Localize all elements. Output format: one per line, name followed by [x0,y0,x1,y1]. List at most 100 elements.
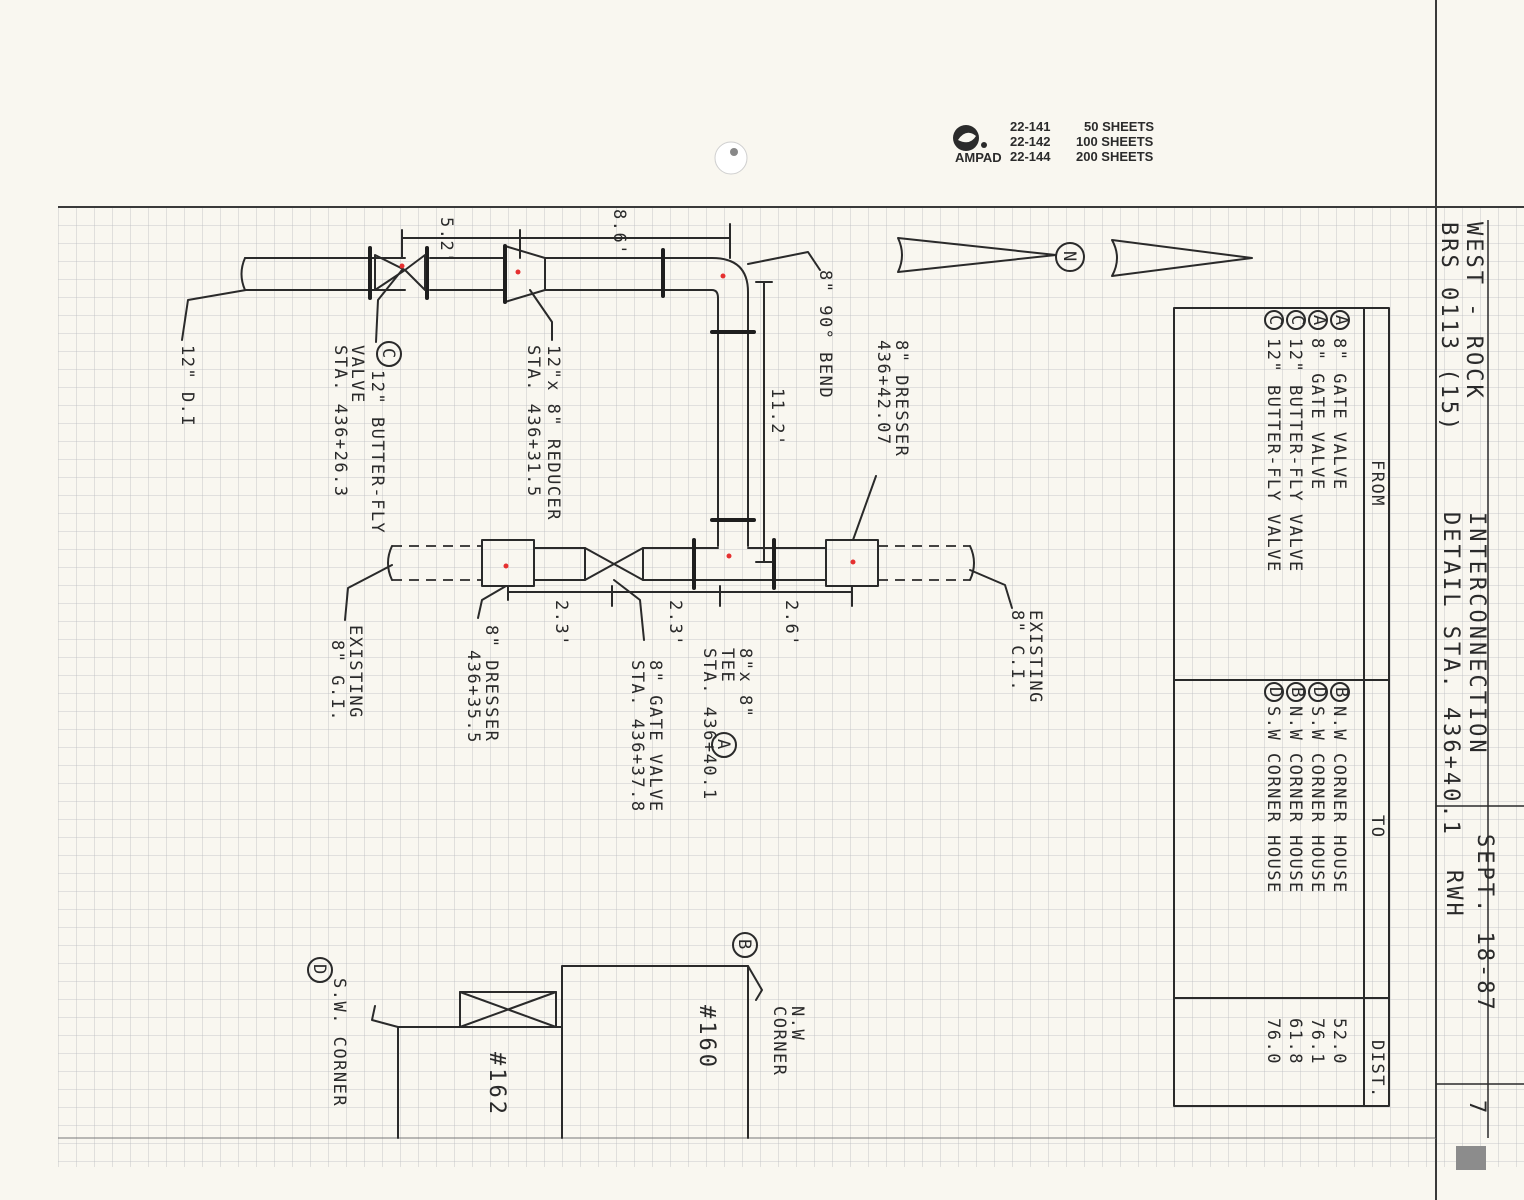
svg-text:11.2': 11.2' [767,388,787,447]
svg-text:VALVE: VALVE [347,345,367,404]
table-cell-from: 12" BUTTER-FLY VALVE [1285,338,1305,573]
svg-text:TEE: TEE [717,648,737,683]
table-cell-to: S.W CORNER HOUSE [1263,706,1283,894]
svg-text:12"x 8" REDUCER: 12"x 8" REDUCER [543,345,563,521]
butterfly-valve-center [399,263,405,269]
table-header-to: TO [1367,815,1387,838]
table-marker-a [1308,310,1328,330]
table-header-dist: DIST. [1367,1040,1387,1099]
table-cell-dist: 52.0 [1329,1018,1349,1065]
svg-text:STA. 436+40.1: STA. 436+40.1 [699,648,719,801]
houses: #160 #162 B N.W CORNER D S.W. CORNER [307,932,807,1139]
svg-text:100 SHEETS: 100 SHEETS [1076,134,1154,149]
svg-text:STA. 436+31.5: STA. 436+31.5 [523,345,543,498]
table-marker-a [1330,310,1350,330]
project-line1: WEST - ROCK [1461,222,1486,401]
table-marker-letter: B [1287,687,1307,699]
table-marker-letter: B [1331,687,1351,699]
table-cell-from: 8" GATE VALVE [1307,338,1327,491]
svg-text:22-142: 22-142 [1010,134,1050,149]
svg-text:8" GATE VALVE: 8" GATE VALVE [645,660,665,813]
table-cell-to: N.W CORNER HOUSE [1329,706,1349,894]
house-160: #160 [694,1005,719,1070]
svg-text:N.W: N.W [787,1006,807,1041]
title-line2: DETAIL STA. 436+40.1 [1438,512,1463,837]
table-marker-d [1264,682,1284,702]
table-marker-c [1286,310,1306,330]
svg-text:8" DRESSER: 8" DRESSER [891,340,911,457]
date: SEPT. 18-87 [1472,834,1497,1013]
table-marker-letter: C [1287,315,1307,327]
leader-lines [181,251,1013,641]
north-arrow: N [897,237,1253,277]
svg-text:22-144: 22-144 [1010,149,1051,164]
svg-text:22-141: 22-141 [1010,119,1050,134]
table-marker-c [1264,310,1284,330]
north-label: N [1059,251,1079,263]
svg-text:2.3': 2.3' [551,600,571,647]
binder-hole [714,141,748,175]
table-cell-to: S.W CORNER HOUSE [1307,706,1327,894]
svg-text:50 SHEETS: 50 SHEETS [1084,119,1154,134]
svg-text:200 SHEETS: 200 SHEETS [1076,149,1154,164]
ampad-logo: AMPAD [953,125,1002,165]
svg-text:8" C.I.: 8" C.I. [1007,610,1027,692]
svg-text:436+42.07: 436+42.07 [873,340,893,446]
pad-codes: 22-141 50 SHEETS 22-142 100 SHEETS 22-14… [1010,119,1154,164]
svg-text:2.3': 2.3' [665,600,685,647]
label-12in-di: 12" D.I [177,345,197,427]
svg-text:EXISTING: EXISTING [345,625,365,719]
table-cell-to: N.W CORNER HOUSE [1285,706,1305,894]
title-line1: INTERCONNECTION [1464,512,1489,756]
svg-text:8" 90° BEND: 8" 90° BEND [815,270,835,399]
table-cell-dist: 61.8 [1285,1018,1305,1065]
annotations: 12" D.I C 12" BUTTER-FLY VALVE STA. 436+… [177,270,1045,813]
marker-a [711,732,737,758]
marker-d [307,957,333,983]
svg-text:8" G.I.: 8" G.I. [327,640,347,722]
distance-table: FROM TO DIST. A B 8" GATE VALVE N.W CORNER … [1173,307,1390,1107]
svg-text:A: A [713,739,733,751]
table-cell-dist: 76.0 [1263,1018,1283,1065]
svg-text:B: B [734,939,754,951]
table-cell-from: 12" BUTTER-FLY VALVE [1263,338,1283,573]
table-marker-d [1308,682,1328,702]
project-line2: BRS 0113 (15) [1436,222,1461,433]
sheet-number: 7 [1464,1100,1489,1116]
svg-text:CORNER: CORNER [769,1006,789,1076]
initials: RWH [1441,870,1466,919]
svg-text:8"x 8": 8"x 8" [735,648,755,718]
svg-text:S.W. CORNER: S.W. CORNER [329,978,349,1107]
marker-c [376,341,402,367]
svg-text:5.2': 5.2' [436,217,456,264]
table-marker-letter: C [1265,315,1285,327]
svg-text:436+35.5: 436+35.5 [463,650,483,744]
ampad-brand: AMPAD [955,150,1002,165]
svg-text:STA. 436+37.8: STA. 436+37.8 [627,660,647,813]
table-marker-b [1330,682,1350,702]
binder-clip [1456,1146,1486,1170]
table-marker-letter: A [1331,315,1351,327]
table-cell-dist: 76.1 [1307,1018,1327,1065]
svg-text:EXISTING: EXISTING [1025,610,1045,704]
marker-b [732,932,758,958]
table-marker-letter: D [1265,687,1285,699]
table-marker-letter: D [1309,687,1329,699]
svg-text:STA. 436+26.3: STA. 436+26.3 [330,345,350,498]
title-block: WEST - ROCK BRS 0113 (15) INTERCONNECTIO… [1435,207,1524,1138]
svg-text:12" BUTTER-FLY: 12" BUTTER-FLY [367,370,387,534]
svg-text:C: C [378,348,398,360]
svg-text:D: D [309,964,329,976]
table-marker-letter: A [1309,315,1329,327]
table-header-from: FROM [1367,460,1387,507]
grid-paper [58,207,1524,1167]
svg-text:8.6': 8.6' [609,209,629,256]
dimension-lines: 5.2' 8.6' 11.2' 2.6' 2.3' 2.3' [401,209,853,647]
piping [240,244,975,590]
svg-text:8" DRESSER: 8" DRESSER [481,625,501,742]
table-cell-from: 8" GATE VALVE [1329,338,1349,491]
house-162: #162 [484,1052,509,1117]
table-marker-b [1286,682,1306,702]
